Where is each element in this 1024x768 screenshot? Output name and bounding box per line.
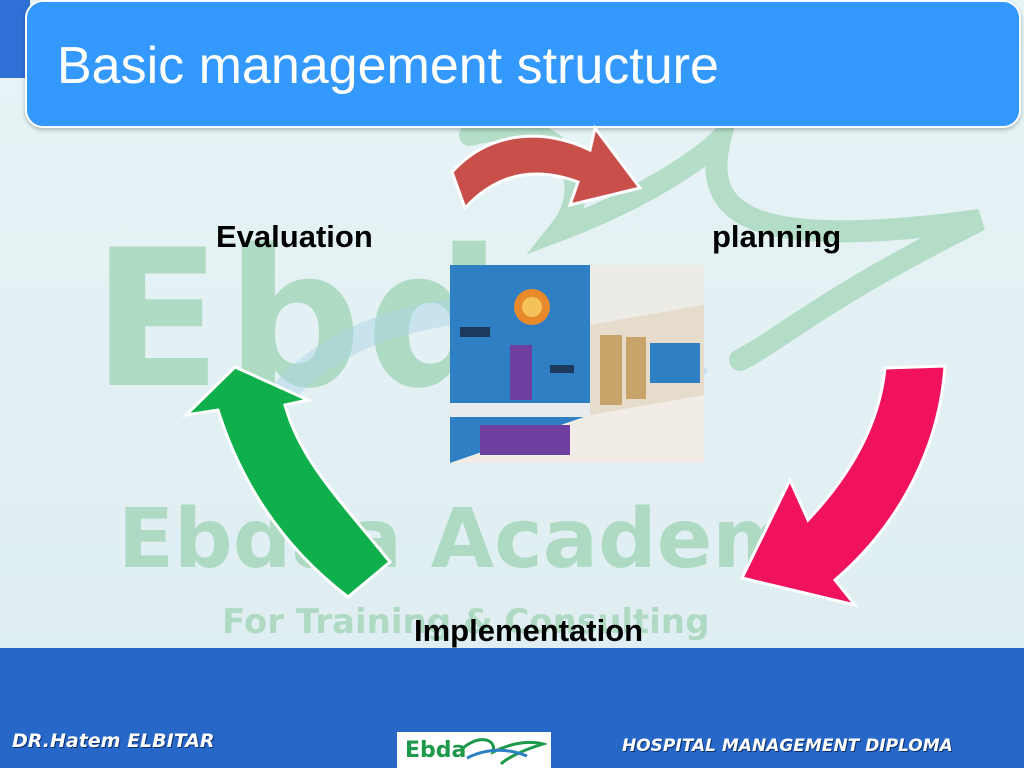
footer-course: HOSPITAL MANAGEMENT DIPLOMA (622, 736, 953, 756)
watermark-academy-name: Ebdaa Academy (118, 492, 852, 587)
label-implementation: Implementation (414, 613, 644, 648)
footer-logo-text: Ebda (405, 738, 467, 763)
hospital-corridor-photo (450, 265, 704, 463)
arrow-left-icon (181, 365, 393, 599)
arrow-right-icon (739, 364, 947, 608)
watermark-tagline: For Training & Consulting (222, 602, 710, 642)
footer-logo: Ebda (397, 732, 551, 768)
label-planning: planning (712, 219, 842, 254)
cycle-arrows (181, 124, 947, 608)
footer-bar: DR.Hatem ELBITAR Ebda HOSPITAL MANAGEMEN… (0, 648, 1024, 768)
label-evaluation: Evaluation (216, 219, 373, 254)
arrow-top-icon (450, 124, 643, 211)
slide-title: Basic management structure (57, 37, 719, 95)
logo-swoosh-icon (459, 738, 547, 766)
footer-author: DR.Hatem ELBITAR (12, 730, 215, 752)
title-box: Basic management structure (25, 0, 1021, 128)
